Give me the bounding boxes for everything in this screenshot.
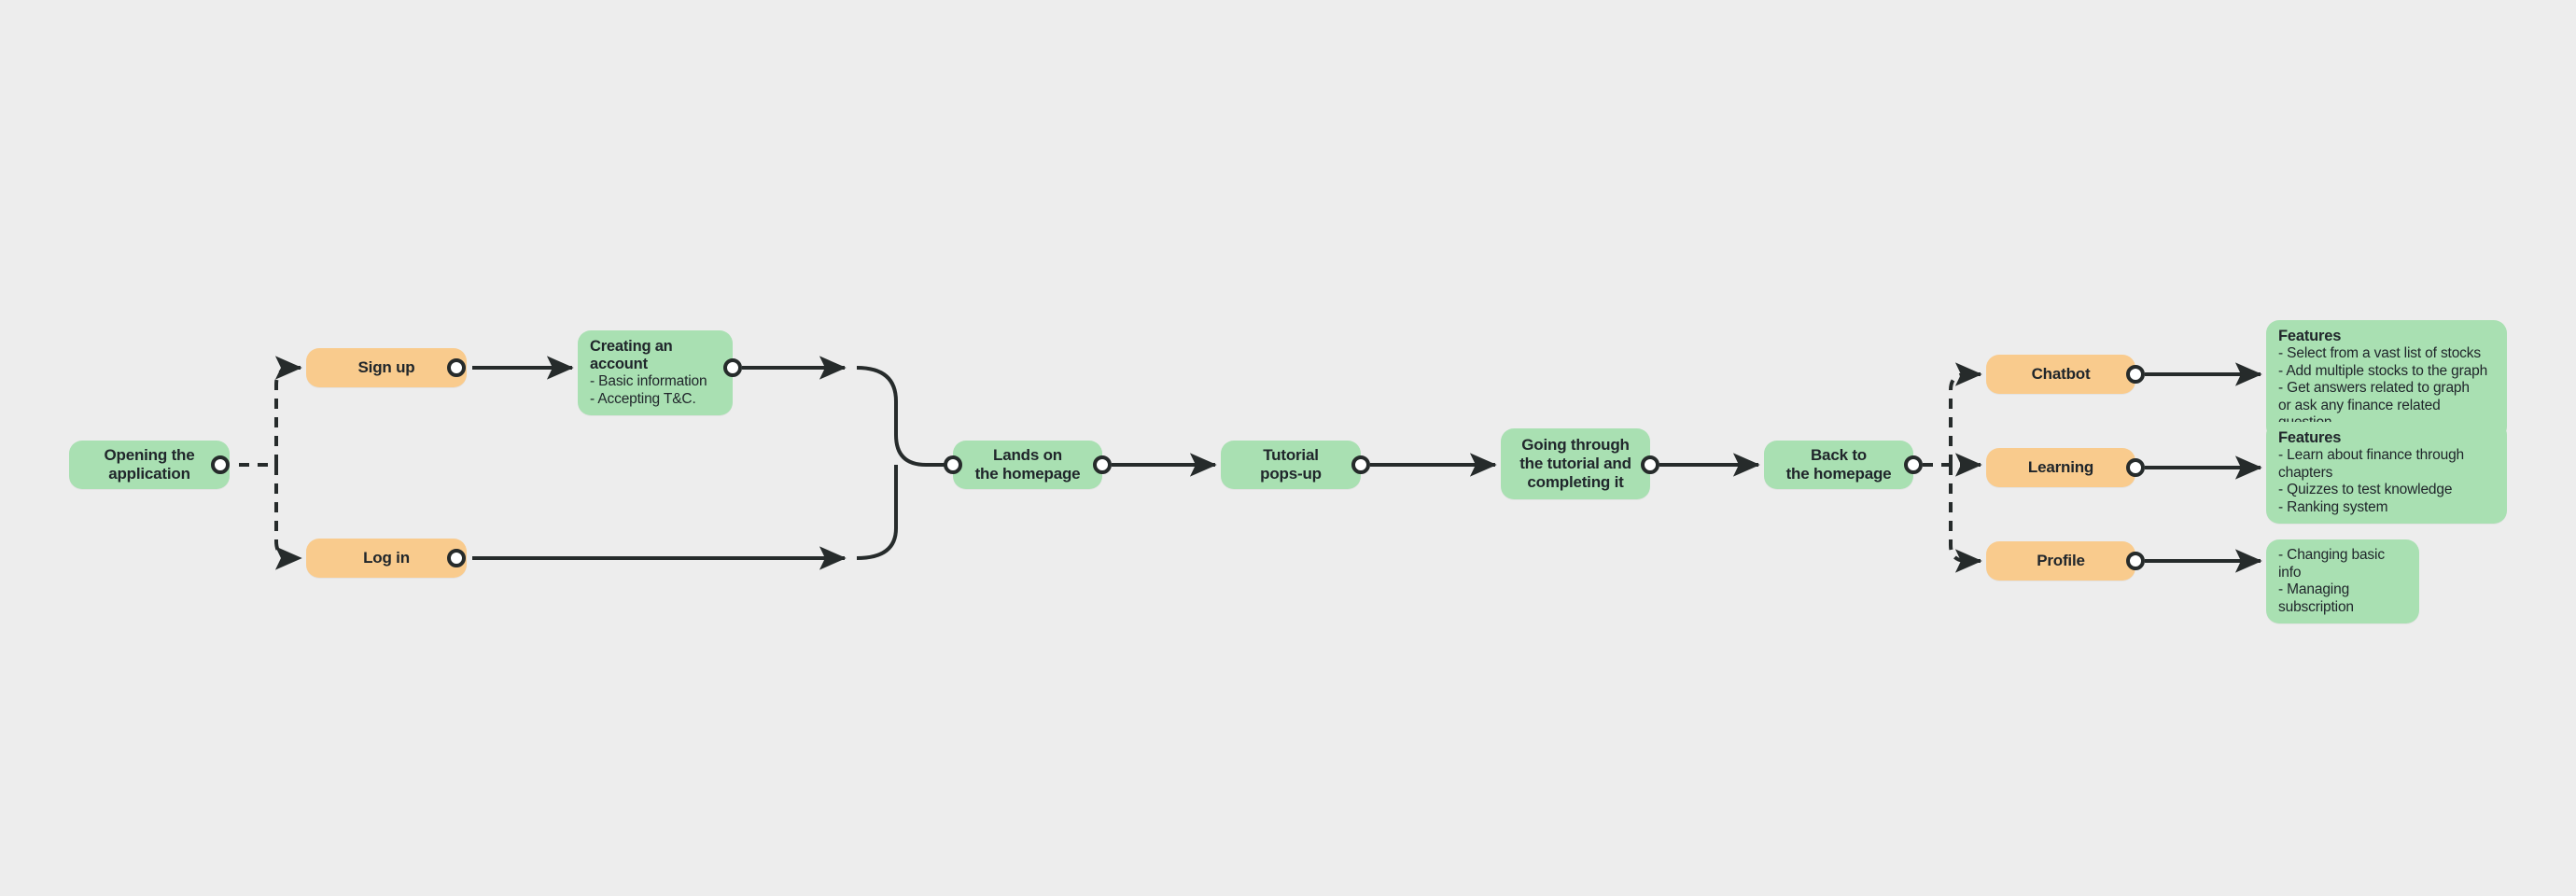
node-label-line1: Back to — [1810, 446, 1867, 464]
port-lands-out[interactable] — [1093, 455, 1112, 474]
node-learning[interactable]: Learning — [1986, 448, 2135, 487]
node-label: Sign up — [357, 358, 415, 376]
port-signup-out[interactable] — [447, 358, 466, 377]
feature-item: - Learn about finance through chapters — [2278, 447, 2465, 481]
features-title: Features — [2278, 429, 2342, 446]
box-profile-features[interactable]: - Changing basic info - Managing subscri… — [2266, 539, 2419, 623]
edge-creating-lands — [742, 356, 947, 467]
node-tutorial-pops-up[interactable]: Tutorial pops-up — [1221, 441, 1361, 489]
port-opening-out[interactable] — [211, 455, 230, 474]
node-label-line1: Lands on — [993, 446, 1062, 464]
port-going-out[interactable] — [1641, 455, 1659, 474]
feature-item: - Quizzes to test knowledge — [2278, 482, 2453, 497]
node-profile[interactable]: Profile — [1986, 541, 2135, 581]
features-title: Features — [2278, 328, 2342, 344]
node-sign-up[interactable]: Sign up — [306, 348, 467, 387]
node-label-line1: Tutorial — [1263, 446, 1319, 464]
feature-item: - Get answers related to graph — [2278, 380, 2470, 396]
detail-item: - Accepting T&C. — [590, 390, 696, 407]
edge-login-lands — [472, 465, 898, 570]
node-going-through-the-tutorial[interactable]: Going through the tutorial and completin… — [1501, 428, 1650, 499]
port-login-out[interactable] — [447, 549, 466, 567]
node-label: Learning — [2027, 458, 2094, 476]
node-label-line3: completing it — [1527, 473, 1624, 491]
node-chatbot[interactable]: Chatbot — [1986, 355, 2135, 394]
node-label: Profile — [2037, 552, 2085, 569]
edge-backto-split — [1923, 362, 1982, 573]
box-chatbot-features[interactable]: Features - Select from a vast list of st… — [2266, 320, 2507, 440]
node-back-to-the-homepage[interactable]: Back to the homepage — [1764, 441, 1913, 489]
port-chatbot-out[interactable] — [2126, 365, 2145, 384]
box-learning-features[interactable]: Features - Learn about finance through c… — [2266, 422, 2507, 524]
feature-item: - Changing basic info — [2278, 547, 2385, 581]
node-log-in[interactable]: Log in — [306, 539, 467, 578]
node-label: Chatbot — [2031, 365, 2091, 383]
port-profile-out[interactable] — [2126, 552, 2145, 570]
node-creating-an-account[interactable]: Creating an account - Basic information … — [578, 330, 733, 415]
port-lands-in[interactable] — [944, 455, 962, 474]
port-learning-out[interactable] — [2126, 458, 2145, 477]
feature-item: - Select from a vast list of stocks — [2278, 345, 2481, 361]
node-lands-on-the-homepage[interactable]: Lands on the homepage — [953, 441, 1102, 489]
node-opening-the-application[interactable]: Opening the application — [69, 441, 230, 489]
node-label: Log in — [363, 549, 410, 567]
edge-opening-split — [239, 356, 302, 570]
feature-item: - Add multiple stocks to the graph — [2278, 362, 2488, 379]
port-creating-out[interactable] — [723, 358, 742, 377]
node-label-line2: the homepage — [1785, 465, 1892, 483]
detail-item: - Basic information — [590, 373, 707, 389]
node-label-line2: application — [108, 465, 190, 483]
feature-item: - Ranking system — [2278, 498, 2388, 515]
port-backto-out[interactable] — [1904, 455, 1923, 474]
node-label-line1: Opening the — [104, 446, 195, 464]
detail-title: Creating an account — [590, 338, 673, 372]
node-label-line1: Going through — [1521, 436, 1630, 454]
node-label-line2: pops-up — [1260, 465, 1322, 483]
feature-item: - Managing subscription — [2278, 581, 2354, 615]
port-tutorial-out[interactable] — [1351, 455, 1370, 474]
node-label-line2: the tutorial and — [1519, 455, 1631, 472]
node-label-line2: the homepage — [974, 465, 1081, 483]
